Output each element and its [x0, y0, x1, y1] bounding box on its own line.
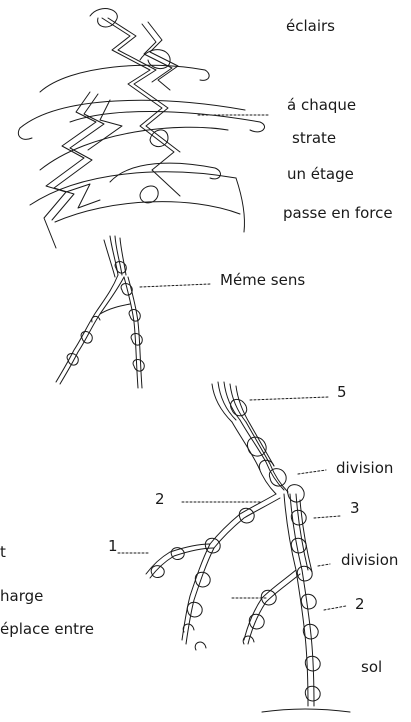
label-3: 3: [350, 499, 360, 517]
label-2-left: 2: [155, 490, 165, 508]
leader-meme-sens: [139, 283, 211, 288]
middle-channel: [55, 235, 145, 389]
label-division-mid: division: [341, 551, 399, 569]
cloud-strata: [17, 8, 265, 233]
label-2-right: 2: [355, 595, 365, 613]
label-cut-t: t: [0, 543, 6, 561]
label-meme-sens: Méme sens: [220, 271, 306, 289]
label-strate: strate: [292, 129, 337, 147]
label-cut-deplace: éplace entre: [0, 620, 95, 638]
label-eclairs: éclairs: [286, 17, 335, 35]
label-sol: sol: [361, 658, 383, 676]
label-passe-en-force: passe en force: [283, 204, 393, 222]
label-1: 1: [108, 537, 118, 555]
label-cut-charge: harge: [0, 587, 44, 605]
bottom-leaders: [117, 396, 347, 611]
zigzag-bolt: [43, 17, 181, 249]
label-un-etage: un étage: [287, 165, 354, 183]
label-5: 5: [337, 383, 347, 401]
label-division-top: division: [336, 459, 394, 477]
bottom-channel: [145, 381, 351, 713]
label-a-chaque: á chaque: [287, 96, 357, 114]
